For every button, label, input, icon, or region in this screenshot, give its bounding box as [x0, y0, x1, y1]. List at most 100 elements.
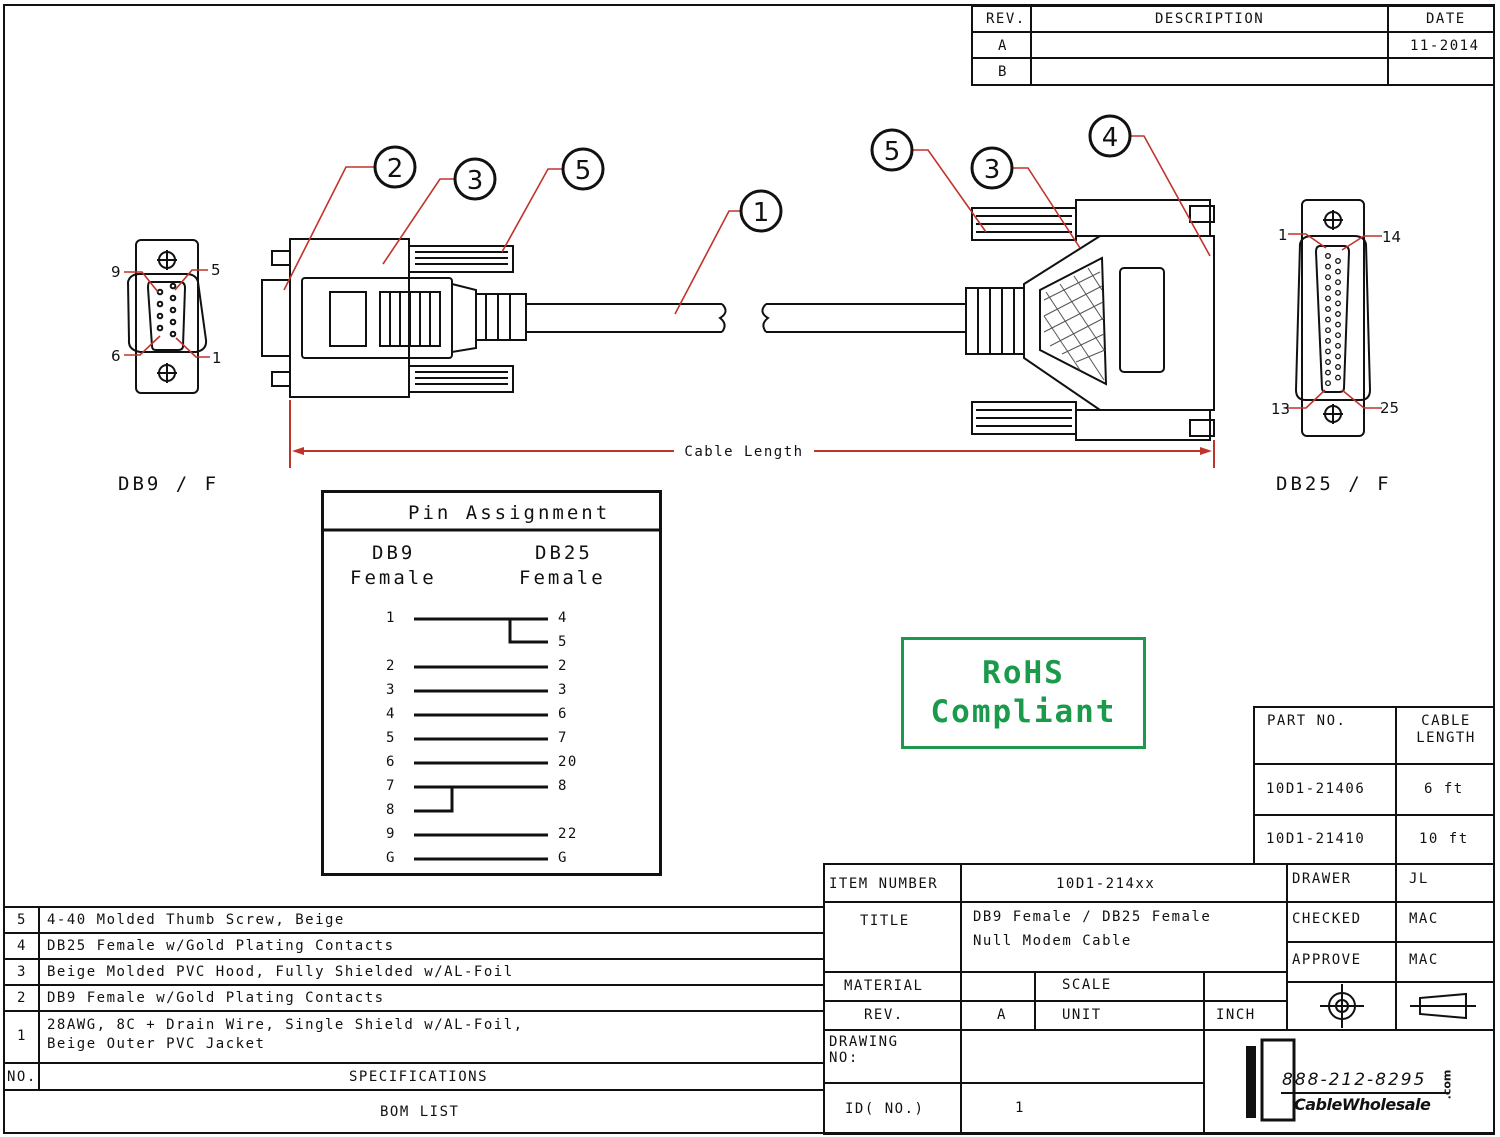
bom-no-header: NO. — [7, 1069, 37, 1085]
db25-pin-number: 6 — [558, 706, 568, 722]
callout-3b-label: 3 — [984, 155, 1001, 185]
db9-connector-side — [261, 238, 527, 398]
db25-pin-hole — [1335, 332, 1341, 339]
db9-pin-number: 8 — [386, 802, 396, 818]
callout-3-label: 3 — [467, 166, 484, 196]
callout-5b-balloon — [870, 128, 914, 172]
company-logo — [1246, 1038, 1296, 1122]
rohs-line-2: Compliant — [930, 694, 1117, 730]
db25-pin-25-label: 25 — [1380, 399, 1399, 417]
bom-item-number: 3 — [17, 964, 27, 980]
db25-pin-hole — [1335, 289, 1341, 296]
callout-2-balloon — [373, 145, 417, 189]
callout-balloons — [373, 114, 1132, 233]
date-header: DATE — [1426, 11, 1466, 27]
bom-item-spec: DB9 Female w/Gold Plating Contacts — [47, 990, 385, 1006]
rev-a-date: 11-2014 — [1410, 38, 1480, 54]
callout-4-label: 4 — [1102, 123, 1119, 153]
db25-pin-hole — [1335, 364, 1341, 370]
callout-5b-label: 5 — [884, 137, 901, 167]
title-label: TITLE — [860, 913, 910, 929]
bom-spec-header: SPECIFICATIONS — [349, 1069, 489, 1085]
db25-pin-holes — [1325, 253, 1341, 387]
pin-wiring — [414, 617, 548, 861]
db25-pin-hole — [1325, 359, 1331, 365]
drawer-label: DRAWER — [1292, 871, 1352, 887]
revision-table-frame — [971, 5, 1495, 86]
length-row-1: 6 ft — [1424, 781, 1464, 797]
bom-list-footer: BOM LIST — [380, 1104, 460, 1120]
logo-rule — [1281, 1092, 1449, 1094]
item-number-value: 10D1-214xx — [1056, 876, 1156, 892]
bom-table-grid — [4, 906, 824, 1091]
db25-connector-label: DB25 / F — [1276, 473, 1392, 495]
db25-connector-side — [965, 199, 1215, 441]
bom-item-spec: 28AWG, 8C + Drain Wire, Single Shield w/… — [47, 1017, 524, 1033]
id-no-label: ID( NO.) — [845, 1101, 925, 1117]
bom-item-number: 1 — [17, 1028, 27, 1044]
rohs-line-1: RoHS — [982, 655, 1065, 691]
db25-pin-hole — [1335, 258, 1341, 264]
id-no-value: 1 — [1015, 1100, 1025, 1116]
bom-item-number: 4 — [17, 938, 27, 954]
bom-item-spec: Beige Molded PVC Hood, Fully Shielded w/… — [47, 964, 514, 980]
scale-label: SCALE — [1062, 977, 1112, 993]
callout-2-label: 2 — [387, 154, 404, 184]
unit-value: INCH — [1216, 1007, 1256, 1023]
bom-item-number: 5 — [17, 912, 27, 928]
db25-pin-hole — [1335, 342, 1341, 349]
db25-pin-14-label: 14 — [1382, 228, 1401, 246]
db25-pin-number: 20 — [558, 754, 578, 770]
db25-pin-hole — [1325, 316, 1331, 323]
unit-label: UNIT — [1062, 1007, 1102, 1023]
db25-pin-hole — [1335, 374, 1341, 381]
bom-item-spec: 4-40 Molded Thumb Screw, Beige — [47, 912, 345, 928]
cable-length-header: CABLE LENGTH — [1416, 713, 1476, 746]
db25-pin-hole — [1325, 327, 1331, 334]
db25-column-subheader: Female — [519, 567, 606, 589]
db9-pin-6-label: 6 — [111, 347, 121, 365]
cable-length-label: Cable Length — [684, 444, 803, 460]
db9-pin-number: 7 — [386, 778, 396, 794]
callout-3b-balloon — [970, 146, 1014, 190]
db25-pin-hole — [1335, 279, 1341, 286]
callout-4-balloon — [1088, 114, 1132, 158]
description-header: DESCRIPTION — [1155, 11, 1265, 27]
db9-pin-9-label: 9 — [111, 263, 121, 281]
rev-b-value: B — [998, 64, 1008, 80]
title-line-2: Null Modem Cable — [973, 933, 1132, 949]
db25-pin-hole — [1325, 348, 1331, 355]
db25-pin-1-label: 1 — [1278, 226, 1288, 244]
bom-item-spec: DB25 Female w/Gold Plating Contacts — [47, 938, 395, 954]
db25-pin-number: G — [558, 850, 568, 866]
drawing-no-label-2: NO: — [829, 1050, 859, 1066]
item-number-label: ITEM NUMBER — [829, 876, 939, 892]
db9-column-header: DB9 — [372, 542, 416, 564]
pin-assignment-box — [321, 490, 662, 876]
db9-pin-number: 3 — [386, 682, 396, 698]
rev-header: REV. — [986, 11, 1026, 27]
drawer-value: JL — [1409, 871, 1429, 887]
db9-pin-number: 1 — [386, 610, 396, 626]
db9-pin-number: 4 — [386, 706, 396, 722]
callout-3-balloon — [453, 157, 497, 201]
rohs-compliant-badge: RoHS Compliant — [901, 637, 1146, 749]
db9-pin-number: 9 — [386, 826, 396, 842]
db25-pin-hole — [1325, 369, 1331, 376]
drawing-sheet — [3, 4, 1495, 1134]
approve-value: MAC — [1409, 952, 1439, 968]
title-block-grid — [823, 863, 1495, 1135]
callout-leaders — [124, 135, 1382, 409]
db9-connector-label: DB9 / F — [118, 473, 219, 495]
db9-column-subheader: Female — [350, 567, 437, 589]
db9-pin-number: 5 — [386, 730, 396, 746]
callout-1-label: 1 — [753, 198, 770, 228]
db9-front-view — [126, 239, 208, 394]
material-label: MATERIAL — [844, 978, 924, 994]
cable-right-segment — [761, 303, 966, 333]
db25-pin-hole — [1325, 253, 1331, 259]
db25-pin-number: 4 — [558, 610, 568, 626]
part-no-row-2: 10D1-21410 — [1266, 831, 1366, 847]
hood-mesh-hatch — [1043, 267, 1106, 381]
callout-5-label: 5 — [575, 156, 592, 186]
